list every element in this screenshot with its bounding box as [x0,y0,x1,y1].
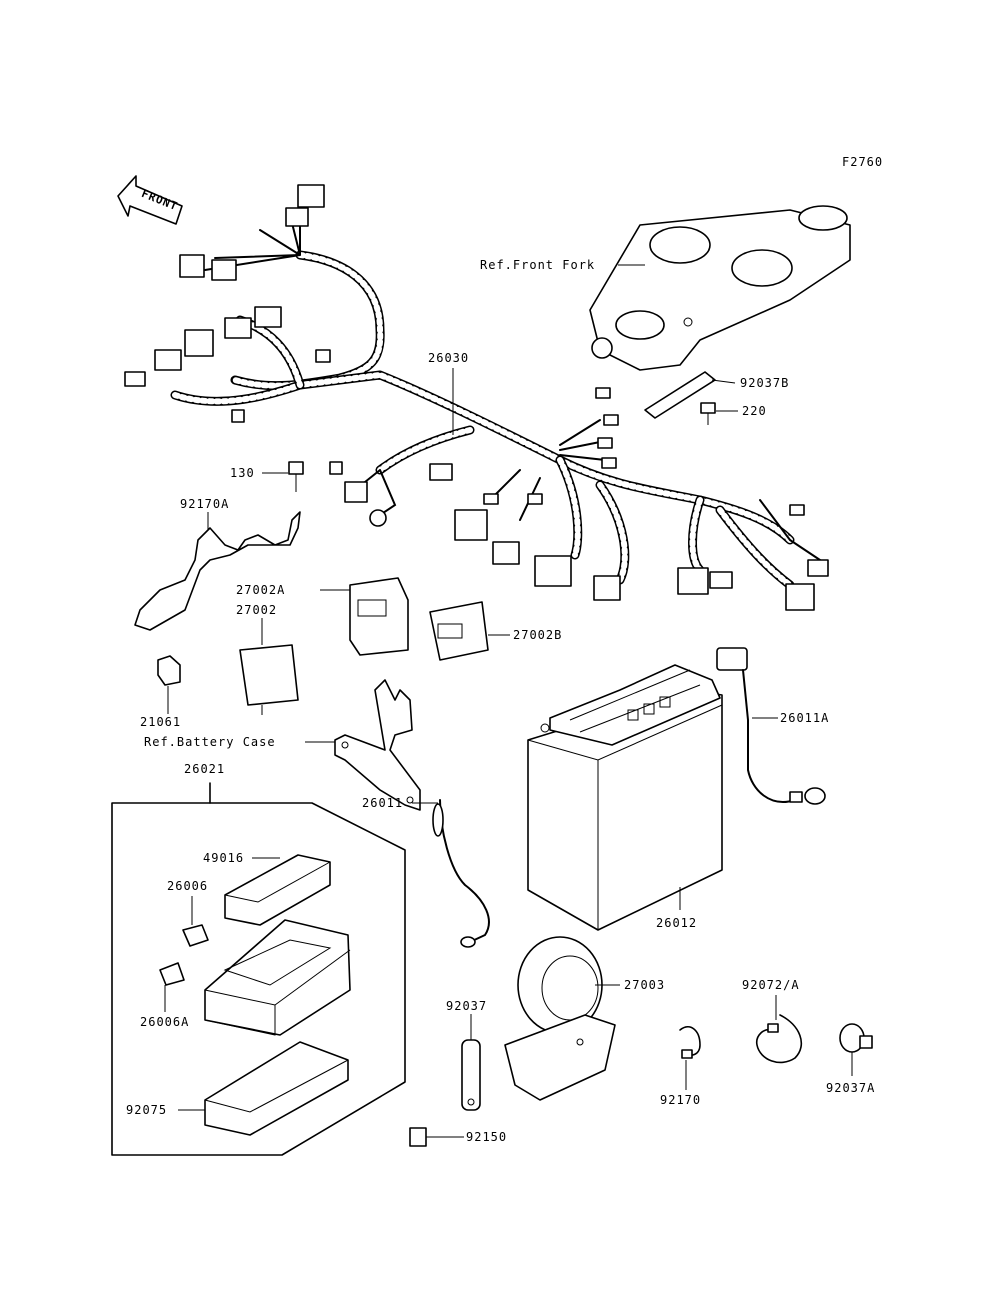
battery-case-bracket [334,679,421,811]
ref-battery-case-label: Ref.Battery Case [144,735,276,749]
part-label-92072A: 92072/A [742,978,800,992]
part-label-26012: 26012 [656,916,697,930]
fuse-box-group-26021 [111,782,406,1156]
part-26006-fuse [182,924,209,947]
part-label-130: 130 [230,466,255,480]
part-21061-clip [157,655,181,686]
part-label-92075: 92075 [126,1103,167,1117]
part-label-26030: 26030 [428,351,469,365]
part-label-26006A: 26006A [140,1015,189,1029]
part-label-220: 220 [742,404,767,418]
ref-front-fork-label: Ref.Front Fork [480,258,595,272]
part-label-26006: 26006 [167,879,208,893]
part-label-26021: 26021 [184,762,225,776]
part-label-27002A: 27002A [236,583,285,597]
part-label-27003: 27003 [624,978,665,992]
part-92075-tray [204,1041,349,1136]
part-label-92037: 92037 [446,999,487,1013]
part-label-26011: 26011 [362,796,403,810]
fuse-box-body [204,919,351,1036]
part-92150-bolt [409,1127,448,1147]
part-27002A-relay [349,577,409,656]
part-26012-battery [527,664,723,931]
front-arrow-icon: FRONT [117,175,183,225]
part-92170A-bracket [134,511,301,631]
part-label-92037B: 92037B [740,376,789,390]
part-label-92170A: 92170A [180,497,229,511]
part-label-21061: 21061 [140,715,181,729]
part-label-92037A: 92037A [826,1081,875,1095]
part-label-92170: 92170 [660,1093,701,1107]
part-92072A-band [755,1014,803,1064]
part-92037A-clamp [839,1023,873,1053]
part-26011-cable [432,799,490,948]
part-220-bolt [700,402,716,425]
part-92037-bracket [461,1039,481,1111]
part-27003-horn [504,936,616,1101]
part-label-92150: 92150 [466,1130,507,1144]
part-label-26011A: 26011A [780,711,829,725]
front-fork-ref-drawing [589,205,851,371]
part-26006A-fuse [159,962,185,986]
part-27002B-relay [429,601,489,661]
main-wiring-harness [124,184,829,611]
part-label-49016: 49016 [203,851,244,865]
part-49016-cover [224,854,331,926]
part-130-bolt [288,461,304,492]
part-26011A-cable [716,647,826,805]
part-27002-relay [239,644,299,715]
figure-id: F2760 [842,155,883,169]
part-92170-clamp [679,1026,701,1059]
part-label-27002: 27002 [236,603,277,617]
part-label-27002B: 27002B [513,628,562,642]
